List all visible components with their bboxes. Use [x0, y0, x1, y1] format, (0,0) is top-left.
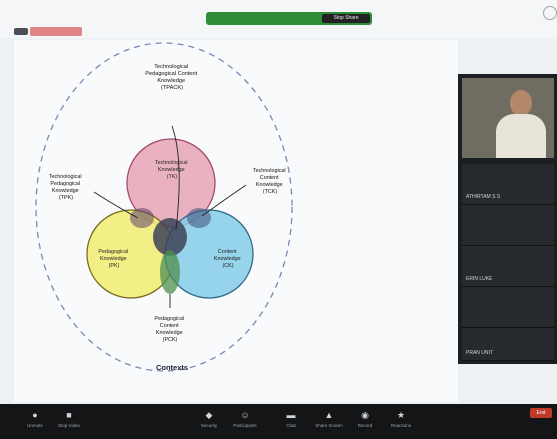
unmute-button[interactable]: ● Unmute [20, 408, 50, 435]
record-icon: ◉ [361, 410, 369, 420]
tpack-center [153, 218, 187, 256]
speaker-head [510, 90, 532, 116]
reactions-label: Reactions [390, 423, 411, 428]
tpk-overlap [130, 208, 154, 228]
video-icon: ■ [66, 410, 72, 420]
participant-tile[interactable]: ERIN LUKE [462, 246, 554, 287]
tpk-leader-line [93, 191, 139, 219]
reactions-button[interactable]: ★ Reactions [386, 408, 416, 435]
chat-label: Chat [286, 423, 296, 428]
participants-label: Participants [233, 423, 257, 428]
recording-dot-icon [14, 28, 28, 35]
contexts-label: Contexts [156, 363, 188, 372]
participant-tile[interactable] [462, 287, 554, 328]
speaker-body [496, 114, 546, 158]
stop-video-label: Stop Video [58, 423, 80, 428]
tk-label: Technological Knowledge (TK) [155, 160, 189, 180]
share-screen-icon: ▲ [324, 410, 334, 420]
participant-tile[interactable]: PRAN UNIT [462, 328, 554, 361]
stop-video-button[interactable]: ■ Stop Video [54, 408, 84, 435]
stop-share-button[interactable]: Stop Share [322, 14, 370, 23]
tpack-diagram: Technological Pedagogical Content Knowle… [35, 42, 293, 372]
participant-name: ATHIRTAM S S [466, 194, 501, 200]
participants-icon: ☺ [240, 410, 250, 420]
shared-slide: Technological Pedagogical Content Knowle… [14, 40, 458, 402]
recording-badge[interactable] [14, 26, 86, 36]
participant-tile[interactable] [462, 205, 554, 246]
share-screen-button[interactable]: ▲ Share Screen [314, 408, 344, 435]
reactions-icon: ★ [396, 410, 406, 420]
pck-label: Pedagogical Content Knowledge (PCK) [154, 316, 185, 343]
pk-label: Pedagogical Knowledge (PK) [98, 249, 129, 269]
participant-name: ERIN LUKE [466, 276, 493, 282]
tpack-label: Technological Pedagogical Content Knowle… [145, 64, 199, 91]
tck-label: Technological Content Knowledge (TCK) [253, 168, 287, 195]
pck-overlap [160, 250, 180, 294]
view-options-icon[interactable] [543, 6, 557, 20]
record-label: Record [357, 423, 373, 428]
security-button[interactable]: ◆ Security [194, 408, 224, 435]
chat-icon: ▬ [286, 410, 296, 420]
tck-leader-line [201, 184, 247, 217]
recording-indicator [30, 27, 82, 36]
contexts-ring [35, 42, 293, 372]
security-label: Security [200, 423, 218, 428]
participants-button[interactable]: ☺ Participants [230, 408, 260, 435]
screen-share-bar: Stop Share [206, 12, 372, 25]
microphone-icon: ● [32, 410, 38, 420]
ck-label: Content Knowledge (CK) [214, 249, 242, 269]
participant-gallery: ATHIRTAM S S ERIN LUKE PRAN UNIT [458, 74, 557, 364]
tpk-label: Technological Pedagogical Knowledge (TPK… [49, 174, 83, 201]
security-icon: ◆ [205, 410, 213, 420]
top-bar: Stop Share [0, 0, 557, 38]
active-speaker-video[interactable] [462, 78, 554, 158]
meeting-toolbar: ● Unmute ■ Stop Video ◆ Security ☺ Parti… [0, 404, 557, 439]
record-button[interactable]: ◉ Record [350, 408, 380, 435]
participant-name: PRAN UNIT [466, 350, 493, 356]
share-screen-label: Share Screen [315, 423, 343, 428]
participant-tile[interactable]: ATHIRTAM S S [462, 164, 554, 205]
tck-overlap [187, 208, 211, 228]
unmute-label: Unmute [27, 423, 43, 428]
end-meeting-button[interactable]: End [530, 408, 552, 418]
chat-button[interactable]: ▬ Chat [276, 408, 306, 435]
tpack-leader-line [171, 125, 180, 231]
